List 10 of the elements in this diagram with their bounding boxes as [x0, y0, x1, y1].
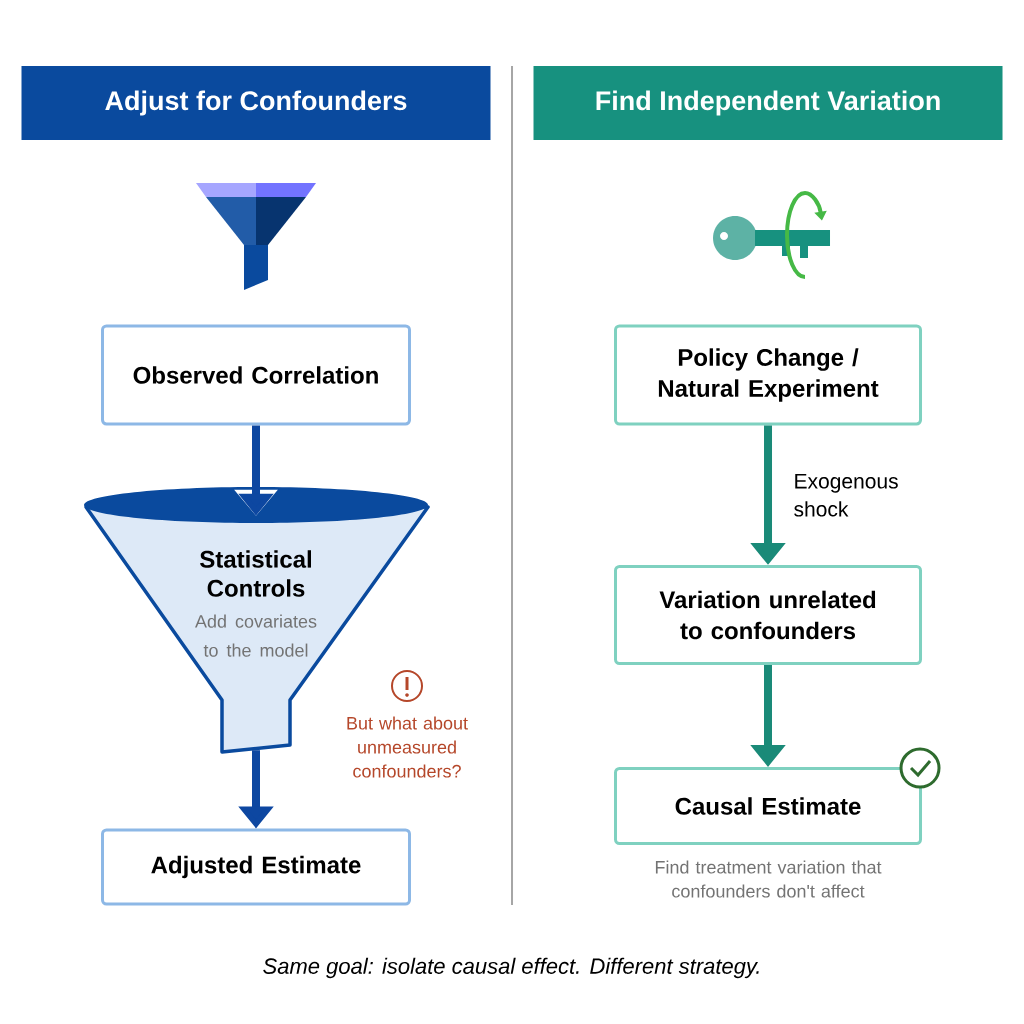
- process-box: Adjusted Estimate: [101, 828, 411, 906]
- process-box: Observed Correlation: [101, 324, 411, 426]
- process-box: Causal Estimate: [614, 767, 922, 845]
- note-text: Find treatment variation that confounders don't affect: [655, 860, 882, 898]
- process-box: Variation unrelated to confounders: [614, 565, 922, 665]
- header-band: Find Independent Variation: [533, 66, 1003, 140]
- process-box: Policy Change / Natural Experiment: [614, 324, 922, 426]
- header-band: Adjust for Confounders: [21, 66, 491, 140]
- edge-label: Exogenous shock: [794, 473, 898, 517]
- caption: Same goal: isolate causal effect. Different strategy.: [263, 957, 759, 979]
